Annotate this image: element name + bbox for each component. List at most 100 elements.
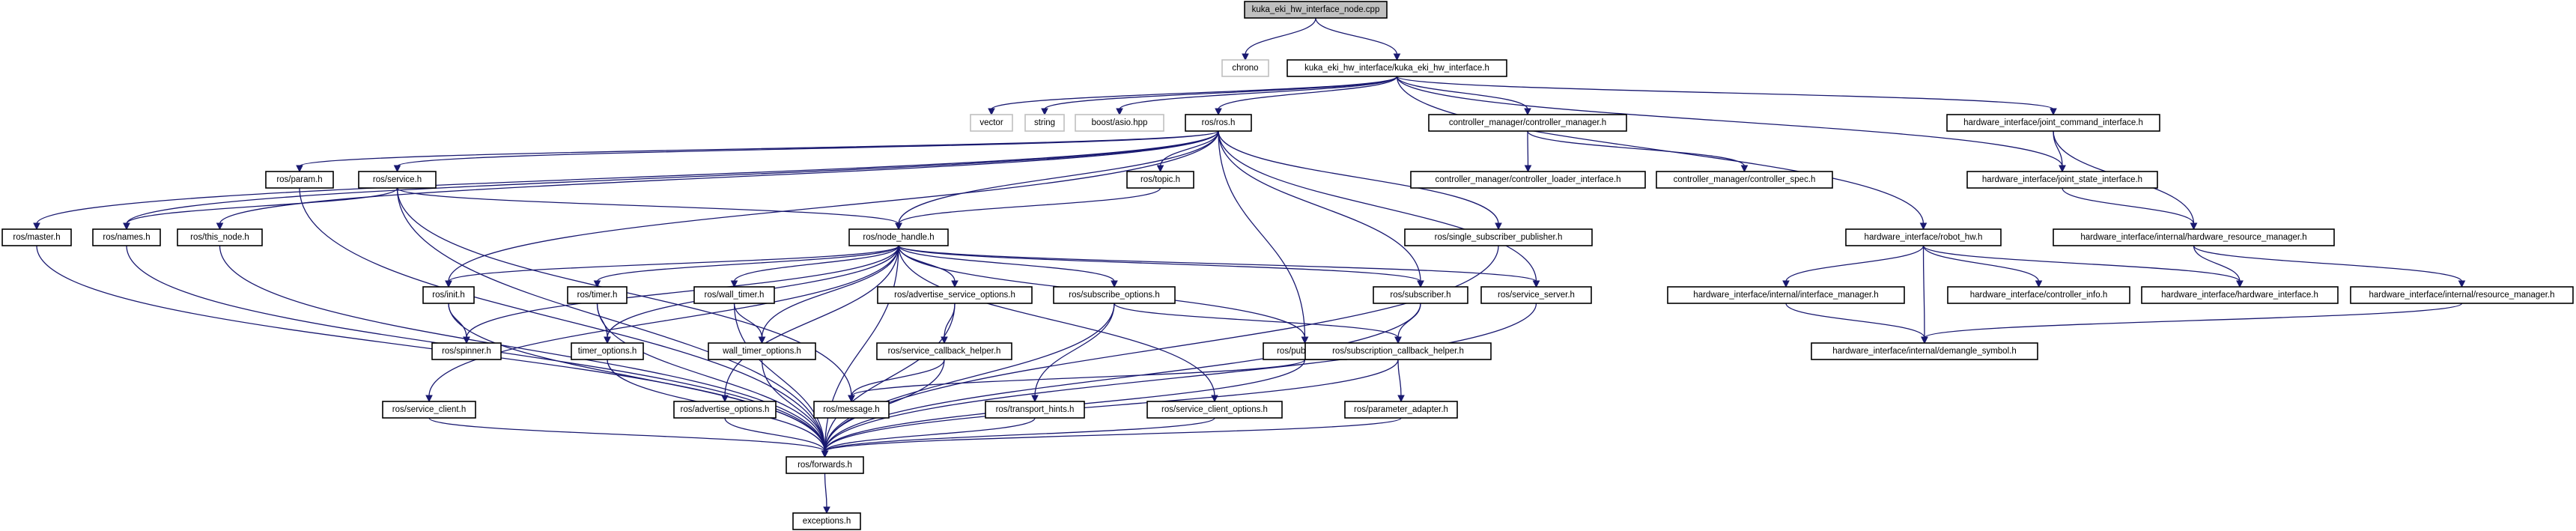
edge-line [1397,359,1402,397]
edge-sch_h-to-message_h [848,359,945,403]
node-label: ros/spinner.h [442,347,491,356]
edge-line [126,187,398,225]
node-box [1344,401,1458,419]
edge-line [1922,245,2040,282]
node-label: ros/advertise_service_options.h [894,291,1015,300]
node-message-h[interactable]: ros/message.h [813,401,890,419]
edge-line [898,130,1219,225]
node-box [970,114,1013,132]
edge-line [396,187,826,452]
node-root: kuka_eki_hw_interface_node.cpp [1244,1,1388,19]
node-chrono[interactable]: chrono [1221,59,1269,77]
node-box [1075,114,1164,132]
edge-srvclient_h-to-forwards_h [428,417,829,458]
node-resmgr-h[interactable]: hardware_interface/internal/resource_man… [2350,286,2574,304]
node-jci-h[interactable]: hardware_interface/joint_command_interfa… [1946,114,2160,132]
node-aso-h[interactable]: ros/advertise_service_options.h [877,286,1033,304]
node-sch-h[interactable]: ros/service_callback_helper.h [876,342,1012,360]
node-timeropt-h[interactable]: timer_options.h [571,342,644,360]
node-robothw-h[interactable]: hardware_interface/robot_hw.h [1845,228,2002,246]
node-ros-h[interactable]: ros/ros.h [1185,114,1252,132]
edge-line [724,417,826,452]
edge-arrowhead [2236,280,2244,288]
edge-arrowhead [216,222,224,231]
node-walltimeropt-h[interactable]: wall_timer_options.h [708,342,816,360]
node-box [1024,114,1065,132]
edge-arrowhead [593,280,601,288]
node-srvclient-h[interactable]: ros/service_client.h [382,401,476,419]
edge-line [824,417,1036,452]
node-timer-h[interactable]: ros/timer.h [567,286,628,304]
node-label: ros/service.h [373,175,422,184]
node-subscriber-h[interactable]: ros/subscriber.h [1373,286,1468,304]
node-label: hardware_interface/robot_hw.h [1865,233,1983,242]
node-cspec-h[interactable]: controller_manager/controller_spec.h [1656,171,1833,189]
node-subopt-h[interactable]: ros/subscribe_options.h [1053,286,1176,304]
edge-arrowhead [296,165,303,173]
node-box [693,286,775,304]
node-service-h[interactable]: ros/service.h [358,171,437,189]
node-subcb-h[interactable]: ros/subscription_callback_helper.h [1304,342,1492,360]
node-label: ros/ros.h [1202,118,1236,127]
node-ifmgr-h[interactable]: hardware_interface/internal/interface_ma… [1667,286,1905,304]
node-transport-h[interactable]: ros/transport_hints.h [985,401,1085,419]
node-init-h[interactable]: ros/init.h [422,286,475,304]
edge-walltimer_h-to-walltimeropt_h [733,303,766,345]
edge-line [1119,76,1398,110]
edge-nh_h-to-init_h [445,245,899,288]
edge-arrowhead [604,336,611,345]
node-walltimer-h[interactable]: ros/wall_timer.h [693,286,775,304]
node-cm-h[interactable]: controller_manager/controller_manager.h [1428,114,1627,132]
node-srvserver-h[interactable]: ros/service_server.h [1480,286,1592,304]
edge-line [36,245,826,452]
edge-line [851,359,1306,397]
edge-arrowhead [1495,222,1502,231]
edge-arrowhead [1041,108,1048,116]
node-kuka-h[interactable]: kuka_eki_hw_interface/kuka_eki_hw_interf… [1287,59,1507,77]
node-names-h[interactable]: ros/names.h [92,228,161,246]
node-topic-h[interactable]: ros/topic.h [1126,171,1194,189]
edge-kuka_h-to-ros_h [1215,76,1398,116]
node-string[interactable]: string [1024,114,1065,132]
edge-arrowhead [758,336,766,345]
node-advopt-h[interactable]: ros/advertise_options.h [673,401,777,419]
node-box [422,286,475,304]
node-asio[interactable]: boost/asio.hpp [1075,114,1164,132]
node-cli-h[interactable]: controller_manager/controller_loader_int… [1410,171,1646,189]
node-hwi-h[interactable]: hardware_interface/hardware_interface.h [2141,286,2339,304]
node-nh-h[interactable]: ros/node_handle.h [848,228,949,246]
edge-arrowhead [1394,336,1402,345]
edge-cm_h-to-cli_h [1524,130,1532,173]
node-label: ros/subscribe_options.h [1069,291,1159,300]
edge-line [1218,130,1306,339]
edge-line [1922,245,2241,282]
node-padapter-h[interactable]: ros/parameter_adapter.h [1344,401,1458,419]
edge-padapter_h-to-forwards_h [821,417,1402,458]
node-hrm-h[interactable]: hardware_interface/internal/hardware_res… [2053,228,2335,246]
edge-line [1396,76,1528,110]
node-exceptions-h[interactable]: exceptions.h [792,512,861,530]
edge-line [898,245,1215,397]
node-box [1,228,72,246]
edge-ros_h-to-service_h [393,130,1219,173]
node-spinner-h[interactable]: ros/spinner.h [431,342,502,360]
node-label: ros/service_client.h [392,405,466,414]
node-thisnode-h[interactable]: ros/this_node.h [177,228,263,246]
edge-arrowhead [1301,336,1309,345]
node-demangle-h[interactable]: hardware_interface/internal/demangle_sym… [1811,342,2038,360]
node-ctrlinfo-h[interactable]: hardware_interface/controller_info.h [1947,286,2130,304]
node-ssp-h[interactable]: ros/single_subscriber_publisher.h [1404,228,1593,246]
node-box [1480,286,1592,304]
node-label: ros/subscriber.h [1390,291,1450,300]
node-vector[interactable]: vector [970,114,1013,132]
node-param-h[interactable]: ros/param.h [265,171,334,189]
node-jsi-h[interactable]: hardware_interface/joint_state_interface… [1966,171,2158,189]
node-sco-h[interactable]: ros/service_client_options.h [1146,401,1283,419]
edge-line [824,473,827,509]
node-label: ros/service_client_options.h [1161,405,1268,414]
edge-line [36,130,1219,225]
edge-arrowhead [2190,222,2198,231]
node-label: ros/topic.h [1140,175,1180,184]
node-forwards-h[interactable]: ros/forwards.h [786,456,864,474]
node-master-h[interactable]: ros/master.h [1,228,72,246]
